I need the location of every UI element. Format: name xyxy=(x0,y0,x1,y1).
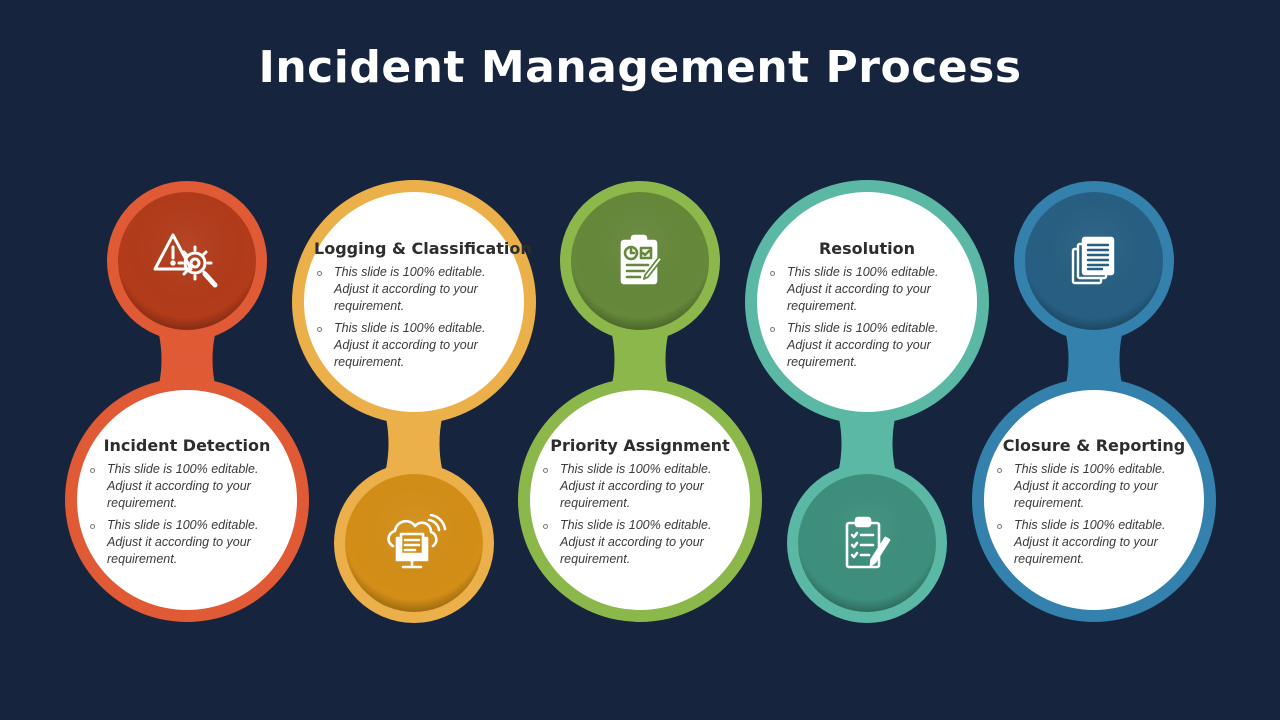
step-bullets: This slide is 100% editable. Adjust it a… xyxy=(540,461,740,568)
step-content-disc xyxy=(77,390,297,610)
step-card-closure-reporting: Closure & Reporting This slide is 100% e… xyxy=(994,436,1194,573)
bullet-item: This slide is 100% editable. Adjust it a… xyxy=(770,264,967,315)
step-card-incident-detection: Incident Detection This slide is 100% ed… xyxy=(87,436,287,573)
step-bullets: This slide is 100% editable. Adjust it a… xyxy=(994,461,1194,568)
bullet-item: This slide is 100% editable. Adjust it a… xyxy=(997,517,1194,568)
bullet-item: This slide is 100% editable. Adjust it a… xyxy=(317,264,514,315)
document-stack-icon xyxy=(1054,221,1134,301)
step-content-disc xyxy=(530,390,750,610)
step-heading: Logging & Classification xyxy=(314,239,532,258)
step-bullets: This slide is 100% editable. Adjust it a… xyxy=(87,461,287,568)
slide-title: Incident Management Process xyxy=(258,42,1022,93)
step-content-disc xyxy=(757,192,977,412)
bullet-item: This slide is 100% editable. Adjust it a… xyxy=(997,461,1194,512)
cloud-documents-computer-icon xyxy=(374,504,454,584)
bullet-item: This slide is 100% editable. Adjust it a… xyxy=(90,517,287,568)
step-content-disc xyxy=(304,192,524,412)
step-card-priority-assignment: Priority Assignment This slide is 100% e… xyxy=(540,436,740,573)
step-shape-1 xyxy=(65,181,309,622)
bullet-item: This slide is 100% editable. Adjust it a… xyxy=(543,517,740,568)
bullet-item: This slide is 100% editable. Adjust it a… xyxy=(543,461,740,512)
step-card-resolution: Resolution This slide is 100% editable. … xyxy=(767,239,967,376)
step-bullets: This slide is 100% editable. Adjust it a… xyxy=(314,264,514,371)
step-heading: Resolution xyxy=(818,239,916,258)
bullet-item: This slide is 100% editable. Adjust it a… xyxy=(90,461,287,512)
bullet-item: This slide is 100% editable. Adjust it a… xyxy=(317,320,514,371)
step-heading: Incident Detection xyxy=(103,436,271,455)
step-card-logging-classification: Logging & Classification This slide is 1… xyxy=(314,239,532,376)
step-icon-disc-shade xyxy=(798,474,936,612)
step-heading: Closure & Reporting xyxy=(1002,436,1186,455)
step-content-disc xyxy=(984,390,1204,610)
bullet-item: This slide is 100% editable. Adjust it a… xyxy=(770,320,967,371)
step-bullets: This slide is 100% editable. Adjust it a… xyxy=(767,264,967,371)
step-heading: Priority Assignment xyxy=(550,436,730,455)
warning-gear-search-icon xyxy=(147,221,227,301)
step-shape-4 xyxy=(745,180,989,623)
clipboard-pen-icon xyxy=(827,504,907,584)
clipboard-checklist-icon xyxy=(600,221,680,301)
